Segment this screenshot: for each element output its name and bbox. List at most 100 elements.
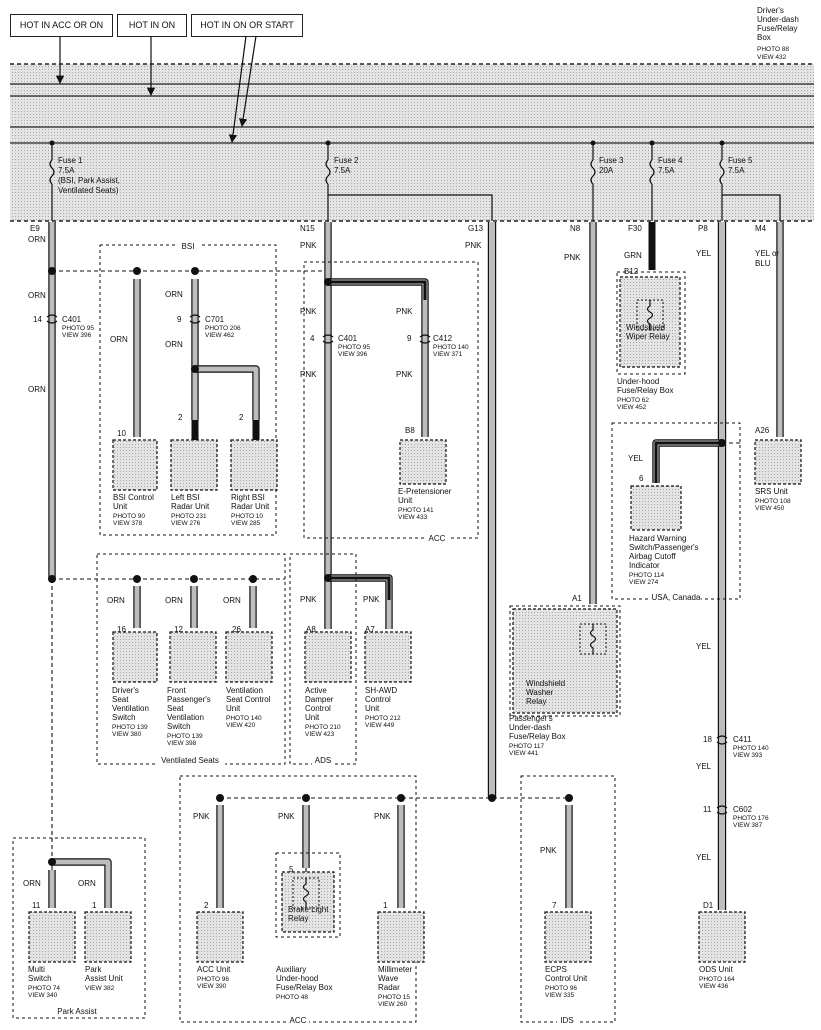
mmw-radar-body <box>377 911 425 963</box>
left-bsi-pin: 2 <box>178 413 183 422</box>
vent-control-body <box>225 631 273 683</box>
wire <box>328 574 393 629</box>
fuse-label: 7.5A <box>58 166 75 175</box>
acc-unit-pin: 2 <box>204 901 209 910</box>
srs-body <box>754 439 802 485</box>
splice-dot <box>48 575 56 583</box>
connector-view: VIEW 462 <box>205 332 235 339</box>
multi-switch-body <box>28 911 76 963</box>
park-assist-label: Assist Unit <box>85 974 124 983</box>
fusebox-title: Box <box>757 33 771 42</box>
hot-in-on-or-start-box: HOT IN ON OR START <box>191 14 303 37</box>
group-label-bg <box>177 241 199 252</box>
connector-pin: 9 <box>407 334 412 343</box>
fuse-label: Ventilated Seats) <box>58 186 119 195</box>
fuse-label: Fuse 4 <box>658 156 683 165</box>
acc-unit-label: ACC Unit <box>197 965 231 974</box>
connector-photo: PHOTO 140 <box>733 745 769 752</box>
vent-control-label: Unit <box>226 704 241 713</box>
washer-relay-label: Windshield <box>526 679 565 688</box>
connector-mark <box>716 735 728 739</box>
sh-awd-photo: PHOTO 212 <box>365 715 401 722</box>
wire-color-grn: GRN <box>624 251 642 260</box>
vent-control-view: VIEW 420 <box>226 722 256 729</box>
aux-box-label: Auxiliary <box>276 965 306 974</box>
wire-color-orn: ORN <box>28 235 46 244</box>
wire-color-yel: YEL <box>696 853 712 862</box>
connector-photo: PHOTO 206 <box>205 325 241 332</box>
connector-mark <box>189 320 201 324</box>
park-assist-label: Park <box>85 965 102 974</box>
hot-in-acc-or-on-box: HOT IN ACC OR ON <box>10 14 113 37</box>
wire-color-orn: ORN <box>165 290 183 299</box>
active-damper-label: Control <box>305 704 331 713</box>
splice-dot <box>216 794 224 802</box>
connector-name: C701 <box>205 315 225 324</box>
srs-photo: PHOTO 108 <box>755 498 791 505</box>
washer-relay-pin: A1 <box>572 594 582 603</box>
aux-box-label: Fuse/Relay Box <box>276 983 332 992</box>
wiper-relay-label: Wiper Relay <box>626 332 670 341</box>
fuse-label: Fuse 2 <box>334 156 359 165</box>
wiper-relay-box <box>616 271 686 375</box>
connector-pin: 18 <box>703 735 712 744</box>
driver-seat-photo: PHOTO 139 <box>112 724 148 731</box>
connector-name: C411 <box>733 735 752 744</box>
connector-name: C412 <box>433 334 453 343</box>
multi-switch-pin: 11 <box>32 901 41 910</box>
fuse-node <box>649 140 655 146</box>
wire-color-pnk: PNK <box>564 253 581 262</box>
splice-dot <box>565 794 573 802</box>
terminal-f30: F30 <box>628 224 642 233</box>
group-label-bg <box>155 755 225 766</box>
aux-box-label: Under-hood <box>276 974 318 983</box>
left-bsi-view: VIEW 276 <box>171 520 201 527</box>
connector-mark <box>189 314 201 318</box>
connector-photo: PHOTO 176 <box>733 815 769 822</box>
brake-relay-label: Brake Light <box>288 905 329 914</box>
bsi-group-label: BSI <box>182 242 195 251</box>
mmw-radar-label: Wave <box>378 974 399 983</box>
washer-relay-label: Fuse/Relay Box <box>509 732 565 741</box>
vent-control-label: Ventilation <box>226 686 263 695</box>
acc-unit-body <box>196 911 244 963</box>
wire-fill <box>653 440 722 483</box>
fuse-node <box>325 140 331 146</box>
fuse-node <box>49 140 55 146</box>
fuse-label: (BSI, Park Assist, <box>58 176 120 185</box>
connector-mark <box>46 314 58 318</box>
ecps-view: VIEW 335 <box>545 992 575 999</box>
usa-canada-label: USA, Canada <box>652 593 701 602</box>
terminal-e9: E9 <box>30 224 40 233</box>
front-pass-seat-photo: PHOTO 139 <box>167 733 203 740</box>
e-pretensioner-label: E-Pretensioner <box>398 487 452 496</box>
bsi-control-view: VIEW 378 <box>113 520 143 527</box>
fuse-node <box>719 140 725 146</box>
wire-color-yel-or-blu: BLU <box>755 259 771 268</box>
wiper-relay-label: Fuse/Relay Box <box>617 386 673 395</box>
wire-fill <box>52 859 111 908</box>
wire <box>328 278 429 437</box>
bsi-control-body <box>112 439 158 491</box>
wire-color-pnk: PNK <box>396 307 413 316</box>
wire-color-orn: ORN <box>107 596 125 605</box>
sh-awd-view: VIEW 449 <box>365 722 395 729</box>
connector-mark <box>716 805 728 809</box>
wiper-relay-view: VIEW 452 <box>617 404 647 411</box>
aux-box-body <box>281 871 335 933</box>
front-pass-seat-label: Ventilation <box>167 713 204 722</box>
splice-dot <box>397 794 405 802</box>
driver-seat-label: Switch <box>112 713 136 722</box>
aux-box-photo: PHOTO 48 <box>276 994 308 1001</box>
splice-dot <box>48 858 56 866</box>
fusebox-title: Driver's <box>757 6 784 15</box>
ods-view: VIEW 436 <box>699 983 729 990</box>
fuse-label: 7.5A <box>334 166 351 175</box>
washer-relay-label: Passenger's <box>509 714 553 723</box>
park-assist-body <box>84 911 132 963</box>
wire-color-orn: ORN <box>23 879 41 888</box>
connector-name: C401 <box>62 315 82 324</box>
wire-color-pnk: PNK <box>300 307 317 316</box>
active-damper-label: Active <box>305 686 327 695</box>
